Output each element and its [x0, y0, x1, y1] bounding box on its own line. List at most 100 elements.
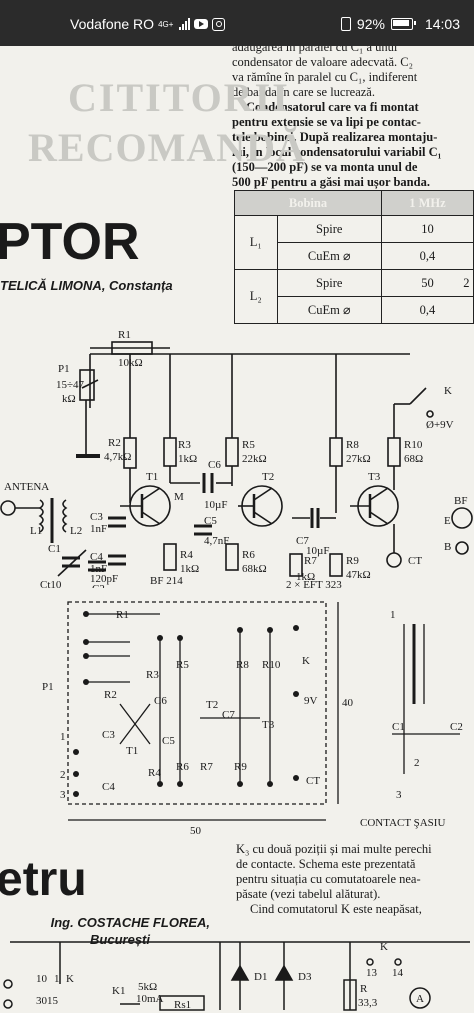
- svg-text:C3: C3: [90, 511, 103, 523]
- headline-1: PTOR: [0, 213, 140, 271]
- svg-text:R5: R5: [176, 659, 189, 671]
- svg-text:P1: P1: [58, 363, 70, 375]
- network-type: 4G+: [158, 19, 174, 29]
- svg-text:1kΩ: 1kΩ: [180, 563, 199, 575]
- svg-text:10mA: 10mA: [136, 993, 164, 1005]
- author-2: Ing. COSTACHE FLOREA, București: [50, 915, 210, 947]
- table-header-coil: Bobina: [234, 190, 382, 216]
- bold-paragraph: Condensatorul care va fi montat pentru e…: [232, 100, 442, 189]
- svg-text:C1: C1: [392, 721, 405, 733]
- svg-text:M: M: [174, 491, 184, 503]
- svg-text:R1: R1: [118, 329, 131, 341]
- svg-text:1nF: 1nF: [90, 563, 107, 575]
- svg-text:68Ω: 68Ω: [404, 453, 423, 465]
- svg-text:R9: R9: [234, 761, 247, 773]
- table-row: L₁ Spire 10: [234, 215, 474, 270]
- svg-text:10µF: 10µF: [204, 499, 227, 511]
- status-bar: Vodafone RO 4G+ 92% 14:03: [0, 0, 474, 46]
- svg-text:C1: C1: [48, 543, 61, 555]
- svg-text:C2: C2: [450, 721, 463, 733]
- svg-text:2: 2: [414, 757, 420, 769]
- coil-table: Bobina 1 MHz L₁ Spire 10 CuEm ⌀ 0,4 L₂ S…: [234, 190, 474, 324]
- svg-text:4,7kΩ: 4,7kΩ: [104, 451, 131, 463]
- svg-text:R8: R8: [346, 439, 359, 451]
- svg-text:T1: T1: [126, 745, 138, 757]
- svg-text:3: 3: [396, 789, 402, 801]
- second-schematic: 10 1 K 3015 K1 5kΩ 10mA Rs1 D1 D3 R 33,3…: [3, 941, 470, 1011]
- svg-text:C7: C7: [222, 709, 235, 721]
- svg-text:T3: T3: [368, 471, 381, 483]
- youtube-icon: [194, 19, 209, 29]
- svg-text:C7: C7: [296, 535, 309, 547]
- svg-text:L2: L2: [70, 525, 82, 537]
- svg-text:1nF: 1nF: [90, 523, 107, 535]
- banner-line-1: CITITORII: [68, 75, 290, 120]
- svg-text:Rs1: Rs1: [174, 999, 191, 1011]
- svg-text:22kΩ: 22kΩ: [242, 453, 267, 465]
- svg-text:C5: C5: [162, 735, 175, 747]
- svg-text:33,3: 33,3: [358, 997, 378, 1009]
- svg-text:R1: R1: [116, 609, 129, 621]
- svg-text:Ø+9V: Ø+9V: [426, 419, 454, 431]
- svg-text:10: 10: [36, 973, 48, 985]
- vibrate-icon: [340, 17, 351, 31]
- svg-text:P1: P1: [42, 681, 54, 693]
- svg-text:ANTENA: ANTENA: [4, 481, 49, 493]
- svg-text:1: 1: [54, 973, 60, 985]
- svg-text:R9: R9: [346, 555, 359, 567]
- svg-text:R10: R10: [404, 439, 423, 451]
- svg-text:R: R: [360, 983, 368, 995]
- svg-text:B: B: [444, 541, 451, 553]
- svg-text:4,7nF: 4,7nF: [204, 535, 229, 547]
- svg-text:27kΩ: 27kΩ: [346, 453, 371, 465]
- svg-text:3015: 3015: [36, 995, 59, 1007]
- svg-text:Ct10: Ct10: [40, 579, 62, 588]
- clock: 14:03: [424, 16, 460, 32]
- svg-text:CT: CT: [306, 775, 320, 787]
- table-row: CuEm ⌀ 0,4: [235, 296, 474, 324]
- svg-text:68kΩ: 68kΩ: [242, 563, 267, 575]
- banner-line-2: RECOMANDĂ: [28, 125, 306, 170]
- table-row: CuEm ⌀ 0,4: [235, 242, 474, 270]
- svg-text:1kΩ: 1kΩ: [296, 571, 315, 583]
- svg-text:T3: T3: [262, 719, 275, 731]
- svg-text:R6: R6: [176, 761, 189, 773]
- svg-text:K: K: [66, 973, 74, 985]
- svg-text:R3: R3: [146, 669, 159, 681]
- svg-text:T1: T1: [146, 471, 158, 483]
- svg-text:A: A: [416, 993, 424, 1005]
- svg-text:R7: R7: [200, 761, 213, 773]
- svg-text:kΩ: kΩ: [62, 393, 76, 405]
- svg-text:R7: R7: [304, 555, 317, 567]
- svg-text:R5: R5: [242, 439, 255, 451]
- svg-text:2 × EFT 323: 2 × EFT 323: [286, 579, 342, 588]
- svg-text:47kΩ: 47kΩ: [346, 569, 371, 581]
- svg-text:T2: T2: [262, 471, 274, 483]
- svg-text:K1: K1: [112, 985, 125, 997]
- svg-text:R4: R4: [180, 549, 193, 561]
- svg-text:K: K: [444, 385, 452, 397]
- svg-text:14: 14: [392, 967, 404, 979]
- svg-text:9V: 9V: [304, 695, 318, 707]
- svg-text:10kΩ: 10kΩ: [118, 357, 143, 369]
- svg-text:C3: C3: [102, 729, 115, 741]
- svg-text:50: 50: [190, 825, 202, 837]
- radio-schematic: R1 10kΩ P1 15÷47 kΩ R2 4,7kΩ R3 1kΩ R5 2…: [0, 329, 473, 588]
- svg-text:15÷47: 15÷47: [56, 379, 85, 391]
- svg-text:C6: C6: [208, 459, 221, 471]
- svg-text:K: K: [380, 941, 388, 953]
- author-1: TELICĂ LIMONA, Constanța: [0, 278, 173, 293]
- intro-paragraph: adăugarea în paralel cu C₁ a unui conden…: [232, 46, 418, 99]
- svg-text:D3: D3: [298, 971, 312, 983]
- svg-text:C4: C4: [102, 781, 115, 793]
- svg-text:2: 2: [60, 769, 66, 781]
- battery-icon: [390, 18, 416, 30]
- second-paragraph: K₃ cu două poziții și mai multe perechi …: [236, 842, 432, 916]
- carrier-name: Vodafone RO: [70, 16, 155, 32]
- svg-text:40: 40: [342, 697, 354, 709]
- svg-text:BF 214: BF 214: [150, 575, 183, 587]
- svg-text:R8: R8: [236, 659, 249, 671]
- svg-text:BF: BF: [454, 495, 467, 507]
- svg-text:1kΩ: 1kΩ: [178, 453, 197, 465]
